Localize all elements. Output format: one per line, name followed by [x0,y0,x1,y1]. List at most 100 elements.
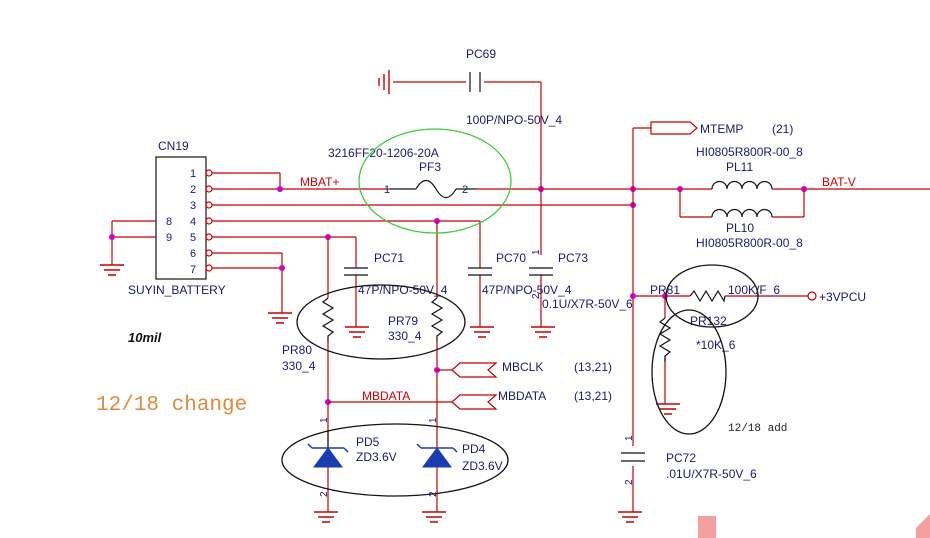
pin-number: 3 [190,200,196,212]
pc69-ref: PC69 [466,47,496,61]
fuse-part: 3216FF20-1206-20A [328,146,439,160]
mtemp-name: MTEMP [700,122,743,136]
pc72-pin-1: 1 [624,435,635,441]
pin-number: 6 [190,248,196,260]
ground-icon [422,511,446,523]
pc70-value: 47P/NPO-50V_4 [482,283,572,297]
pr81-value: 100K/F_6 [728,283,780,297]
highlight-ellipse-pr81 [665,264,759,328]
net-mbat-plus: MBAT+ [300,175,339,189]
pin-number: 4 [190,216,196,228]
pc72-ref: PC72 [666,451,696,465]
add-note: 12/18 add [728,423,787,435]
pin-number: 1 [190,168,196,180]
pr79-ref: PR79 [388,314,418,328]
change-note: 12/18 change [96,394,247,417]
net-bat-v: BAT-V [822,175,856,189]
diode-pd4: PD4 ZD3.6V 1 2 [416,417,503,497]
fuse-pf3: 1 2 3216FF20-1206-20A PF3 [328,146,476,199]
highlight-ellipse-resistors [296,284,466,360]
connector-part: SUYIN_BATTERY [128,283,226,297]
port-mbdata: MBDATA (13,21) [451,389,612,410]
mtemp-pages: (21) [772,122,793,136]
ground-icon [268,312,292,324]
pl10-ref: PL10 [726,221,754,235]
pl11-ref: PL11 [726,160,753,174]
diode-pd5: PD5 ZD3.6V 1 2 [307,417,397,497]
fuse-ref: PF3 [419,160,441,174]
ground-icon [656,403,680,415]
pr79-value: 330_4 [388,329,422,343]
pin-number: 8 [166,216,172,228]
ground-icon [314,511,338,523]
connector-body [155,156,207,280]
pd5-pin-1: 1 [319,417,330,423]
ground-icon [531,326,555,338]
wires [212,81,930,512]
pr80-ref: PR80 [282,343,312,357]
highlight-ellipse-fuse [358,128,512,234]
fuse-pin-1: 1 [384,184,390,196]
ground-icon [100,264,124,276]
capacitor-pc69: PC69 100P/NPO-50V_4 [466,47,562,127]
mbdata-pages: (13,21) [574,389,612,403]
pr132-ref: PR132 [690,314,727,328]
highlight-ellipse-diodes [281,423,509,497]
resistor-pr81: PR81 100K/F_6 [650,283,780,303]
pc69-value: 100P/NPO-50V_4 [466,113,562,127]
pin-number: 9 [166,232,172,244]
edge-mark [698,516,716,538]
fuse-pin-2: 2 [462,184,468,196]
pd4-pin-1: 1 [428,417,439,423]
pd5-ref: PD5 [356,435,380,449]
connector-cn19: CN19 SUYIN_BATTERY 1 2 3 4 5 6 7 8 9 [109,139,226,297]
mbdata-name: MBDATA [498,389,546,403]
mbclk-name: MBCLK [502,360,543,374]
pc73-pin-1: 1 [531,249,542,255]
ground-symbols [100,70,680,523]
pd4-value: ZD3.6V [462,459,503,473]
vpcu-name: +3VPCU [819,290,866,304]
port-vpcu: +3VPCU [807,290,866,304]
ground-icon [470,326,494,338]
pr81-ref: PR81 [650,283,680,297]
pd5-pin-2: 2 [319,491,330,497]
pd5-value: ZD3.6V [356,450,397,464]
resistor-pr132: PR132 *10K_6 [658,314,736,362]
capacitor-pc73: PC73 0.1U/X7R-50V_6 1 2 [529,249,633,311]
pc72-pin-2: 2 [624,479,635,485]
highlight-ellipse-pr132 [651,309,727,435]
pr132-value: *10K_6 [696,338,736,352]
trace-width-note: 10mil [128,330,162,345]
pin-number: 2 [190,184,196,196]
mbclk-pages: (13,21) [574,360,612,374]
inductor-pl10: PL10 HI0805R800R-00_8 [696,208,803,250]
net-mbdata: MBDATA [362,389,410,403]
pl11-value: HI0805R800R-00_8 [696,145,803,159]
pc71-value: 47P/NPO-50V_4 [358,283,448,297]
pc70-ref: PC70 [496,251,526,265]
pc73-pin-2: 2 [531,293,542,299]
pr80-value: 330_4 [282,359,316,373]
capacitor-pc72: PC72 .01U/X7R-50V_6 1 2 [621,435,757,485]
resistor-pr79: PR79 330_4 [388,297,444,343]
pc73-ref: PC73 [558,251,588,265]
ground-icon [618,511,642,523]
inductor-pl11: HI0805R800R-00_8 PL11 [696,145,803,190]
ground-icon [378,70,390,94]
pc71-ref: PC71 [374,251,404,265]
ground-icon [345,326,369,338]
edge-mark [916,514,930,538]
pc73-value: 0.1U/X7R-50V_6 [542,297,633,311]
capacitor-pc70: PC70 47P/NPO-50V_4 [468,251,572,297]
pin-number: 5 [190,232,196,244]
pl10-value: HI0805R800R-00_8 [696,236,803,250]
port-mbclk: MBCLK (13,21) [451,360,612,378]
connector-ref: CN19 [158,139,189,153]
resistor-pr80: PR80 330_4 [282,297,335,373]
pd4-ref: PD4 [462,442,486,456]
pin-number: 7 [190,264,196,276]
capacitor-pc71: PC71 47P/NPO-50V_4 [344,251,448,297]
